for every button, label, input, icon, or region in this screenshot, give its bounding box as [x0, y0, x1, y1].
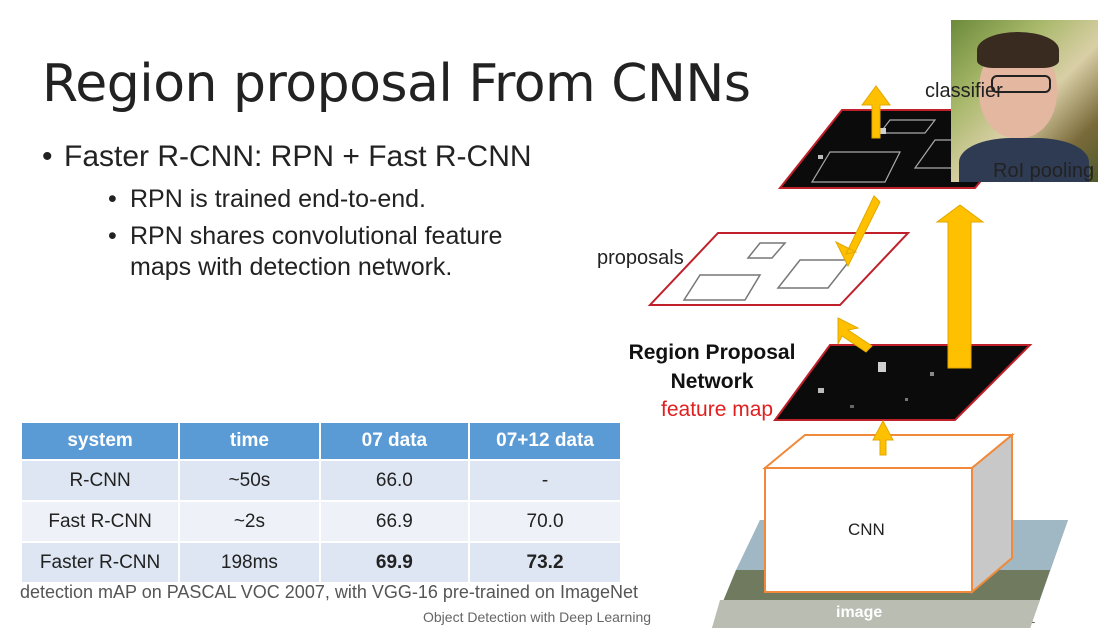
- bullet-dot: •: [108, 185, 117, 213]
- cnn-box: [762, 432, 1015, 595]
- bullet-text: Faster R-CNN: RPN + Fast R-CNN: [64, 140, 532, 173]
- sub-bullet-item: • RPN shares convolutional feature maps …: [108, 221, 602, 283]
- table-cell: 66.0: [319, 459, 471, 501]
- column-header: 07+12 data: [469, 423, 622, 460]
- table-cell: ~2s: [179, 500, 321, 542]
- table-cell: Fast R-CNN: [22, 500, 181, 542]
- sub-bullet-text: RPN is trained end-to-end.: [130, 185, 426, 213]
- arrow-group: [834, 85, 985, 456]
- photo-glasses: [991, 75, 1051, 93]
- table-cell: 66.9: [319, 500, 471, 542]
- slide-footer: Object Detection with Deep Learning: [423, 609, 652, 625]
- column-header: system: [22, 423, 181, 460]
- table-row: R-CNN ~50s 66.0 -: [22, 459, 622, 501]
- table-cell-highlight: 198ms: [179, 541, 321, 582]
- bullet-dot: •: [42, 140, 53, 173]
- arrow-up-icon: [861, 85, 891, 139]
- image-label: image: [836, 604, 883, 621]
- table-row: Fast R-CNN ~2s 66.9 70.0: [22, 500, 622, 542]
- classifier-label: classifier: [925, 80, 1003, 102]
- roi-pooling-label: RoI pooling: [993, 160, 1095, 182]
- proposals-label: proposals: [597, 247, 684, 269]
- column-header: time: [179, 423, 321, 460]
- cnn-label: CNN: [848, 520, 885, 539]
- arrow-up-icon: [935, 204, 985, 369]
- table-row: Faster R-CNN 198ms 69.9 73.2: [22, 541, 622, 582]
- proposals-plane: [647, 232, 911, 306]
- photo-body: [959, 138, 1089, 182]
- bullet-item: • Faster R-CNN: RPN + Fast R-CNN: [42, 140, 602, 174]
- table-cell: R-CNN: [22, 459, 181, 501]
- table-cell-bold: 69.9: [319, 541, 471, 582]
- arrow-up-icon: [872, 419, 894, 456]
- slide-title: Region proposal From CNNs: [42, 54, 751, 114]
- photo-hair: [977, 32, 1059, 68]
- feature-map-label: feature map: [661, 398, 774, 421]
- table-caption: detection mAP on PASCAL VOC 2007, with V…: [20, 582, 638, 602]
- column-header: 07 data: [319, 423, 471, 460]
- table-cell: -: [469, 459, 622, 501]
- bullet-dot: •: [108, 222, 117, 250]
- results-table: system time 07 data 07+12 data R-CNN ~50…: [22, 423, 622, 582]
- table-cell-bold: 73.2: [469, 541, 622, 582]
- sub-bullet-item: • RPN is trained end-to-end.: [108, 184, 602, 215]
- table-header-row: system time 07 data 07+12 data: [22, 423, 622, 460]
- rpn-label: Region Proposal Network: [612, 338, 812, 396]
- rpn-label-line2: Network: [670, 370, 754, 393]
- table-cell: ~50s: [179, 459, 321, 501]
- sub-bullet-text: RPN shares convolutional feature maps wi…: [130, 222, 503, 281]
- bullet-list: • Faster R-CNN: RPN + Fast R-CNN • RPN i…: [42, 140, 602, 289]
- arrow-up-icon: [837, 317, 873, 353]
- person-photo: [951, 20, 1098, 182]
- table-cell: 70.0: [469, 500, 622, 542]
- feature-map-lower: [773, 344, 1033, 421]
- table-cell: Faster R-CNN: [22, 541, 181, 582]
- arrow-up-icon: [834, 195, 881, 268]
- rpn-label-line1: Region Proposal: [628, 341, 796, 364]
